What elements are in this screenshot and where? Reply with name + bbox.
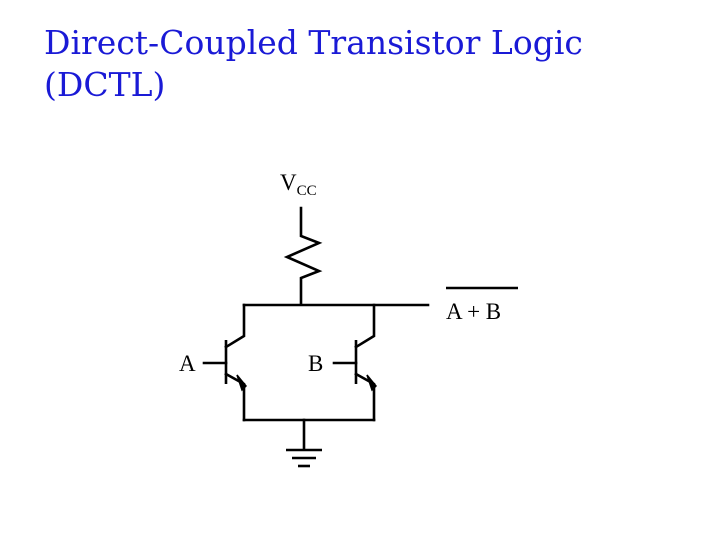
page-title: Direct-Coupled Transistor Logic (DCTL) [44,22,684,106]
title-line-1: Direct-Coupled Transistor Logic [44,23,583,62]
vcc-label-subscript: CC [297,183,317,199]
resistor-icon [283,206,323,306]
title-line-2: (DCTL) [44,65,166,104]
ground-icon [286,418,322,468]
vcc-label-main: V [280,170,297,195]
input-b-label: B [308,351,323,376]
npn-transistor-icon [332,303,378,422]
output-label: A + B [446,299,501,324]
input-a-label: A [179,351,196,376]
vcc-label: VCC [280,170,317,199]
npn-transistor-icon [202,303,248,422]
